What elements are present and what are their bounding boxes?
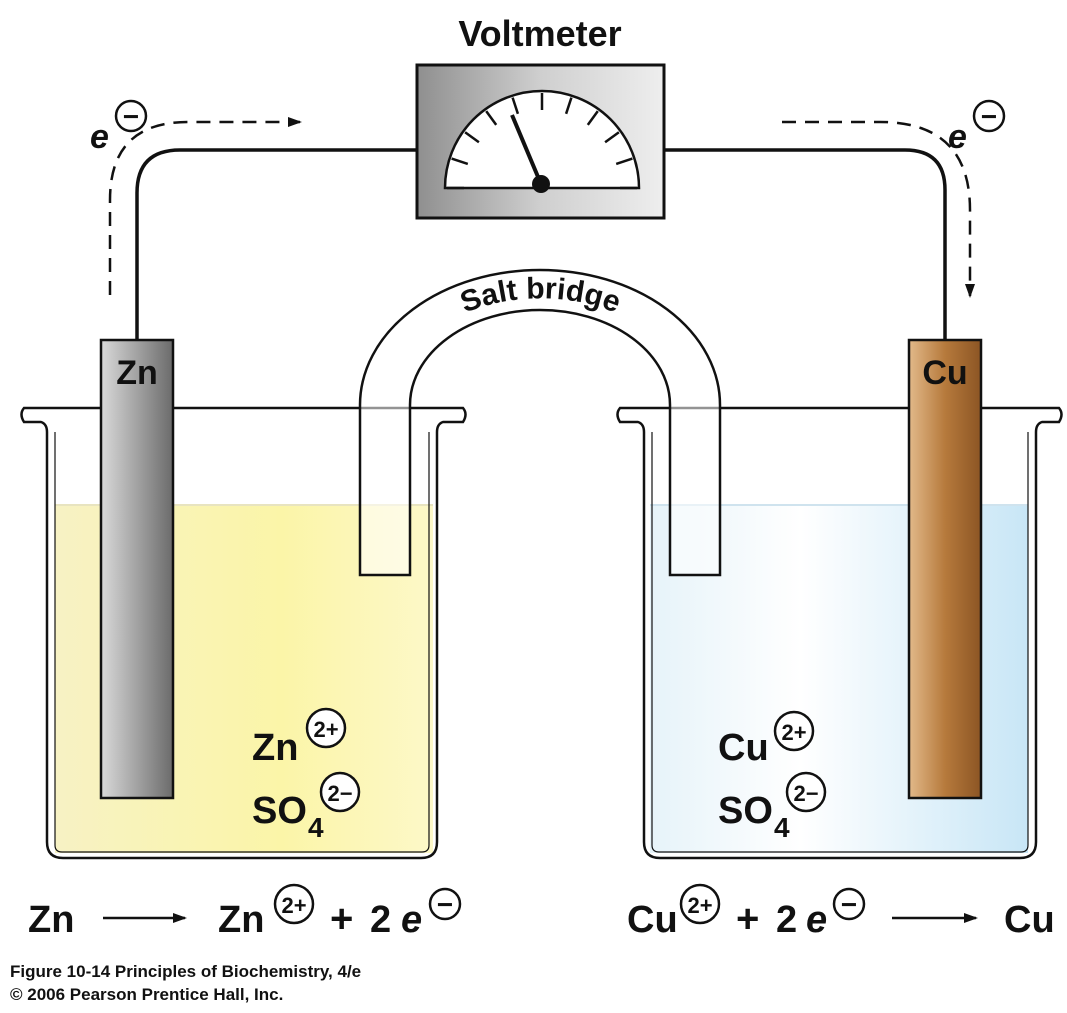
- svg-text:4: 4: [774, 812, 790, 843]
- figure-caption-line1: Figure 10-14 Principles of Biochemistry,…: [10, 962, 361, 981]
- svg-text:Cu: Cu: [1004, 899, 1055, 941]
- right-wire: [664, 148, 947, 340]
- voltmeter-ticks: [447, 93, 637, 190]
- salt-bridge: [358, 268, 722, 577]
- svg-text:+: +: [330, 897, 353, 941]
- right-sulfate-ion-label: SO 4 2−: [718, 771, 827, 843]
- svg-text:2+: 2+: [781, 720, 806, 745]
- svg-text:2+: 2+: [281, 893, 306, 918]
- right-electron-label: e −: [948, 99, 1006, 156]
- svg-text:2: 2: [370, 899, 391, 941]
- svg-text:Zn: Zn: [252, 727, 298, 769]
- svg-text:Cu: Cu: [627, 899, 678, 941]
- copper-electrode: [907, 338, 983, 800]
- svg-text:2+: 2+: [313, 717, 338, 742]
- svg-text:4: 4: [308, 812, 324, 843]
- right-beaker: [616, 406, 1063, 860]
- dial-tick: [604, 131, 620, 144]
- svg-text:Cu: Cu: [718, 727, 769, 769]
- svg-text:e: e: [401, 899, 422, 941]
- svg-text:−: −: [437, 889, 453, 920]
- dial-tick: [485, 110, 498, 126]
- left-beaker-inner-wall: [54, 432, 430, 853]
- svg-text:+: +: [736, 897, 759, 941]
- svg-text:2+: 2+: [687, 893, 712, 918]
- svg-text:2−: 2−: [793, 781, 818, 806]
- svg-text:2: 2: [776, 899, 797, 941]
- svg-text:Zn: Zn: [28, 899, 74, 941]
- left-beaker: [20, 406, 467, 860]
- copper-electrode-label: Cu: [922, 354, 967, 392]
- copper-ion-label: Cu 2+: [718, 710, 815, 769]
- svg-text:−: −: [981, 101, 997, 132]
- dial-tick: [564, 97, 573, 115]
- svg-text:2−: 2−: [327, 781, 352, 806]
- dial-tick: [464, 131, 480, 144]
- svg-text:SO: SO: [718, 790, 773, 832]
- figure-caption-line2: © 2006 Pearson Prentice Hall, Inc.: [10, 985, 283, 1004]
- svg-text:−: −: [123, 101, 139, 132]
- right-electron-flow-arrow: [782, 120, 975, 298]
- dial-tick: [511, 97, 520, 115]
- dial-tick: [586, 110, 599, 126]
- zinc-electrode: [99, 338, 175, 800]
- voltmeter-title: Voltmeter: [458, 13, 621, 54]
- zinc-electrode-label: Zn: [116, 354, 158, 392]
- voltmeter-needle: [510, 114, 543, 185]
- voltmeter-pivot: [532, 175, 550, 193]
- left-wire: [135, 148, 417, 340]
- left-electron-label: e −: [90, 99, 148, 156]
- svg-text:SO: SO: [252, 790, 307, 832]
- svg-text:Zn: Zn: [218, 899, 264, 941]
- copper-reduction-equation: Cu 2+ + 2 e − Cu: [627, 883, 1055, 941]
- svg-text:−: −: [841, 889, 857, 920]
- left-sulfate-ion-label: SO 4 2−: [252, 771, 361, 843]
- svg-text:e: e: [90, 118, 109, 156]
- zinc-oxidation-equation: Zn Zn 2+ + 2 e −: [28, 883, 462, 941]
- zinc-ion-label: Zn 2+: [252, 707, 347, 769]
- svg-text:e: e: [806, 899, 827, 941]
- left-electron-flow-arrow: [108, 117, 302, 295]
- svg-text:e: e: [948, 118, 967, 156]
- dial-tick: [451, 157, 469, 166]
- voltmeter-dial: [443, 89, 641, 190]
- right-beaker-inner-wall: [651, 432, 1029, 853]
- dial-tick: [615, 157, 633, 166]
